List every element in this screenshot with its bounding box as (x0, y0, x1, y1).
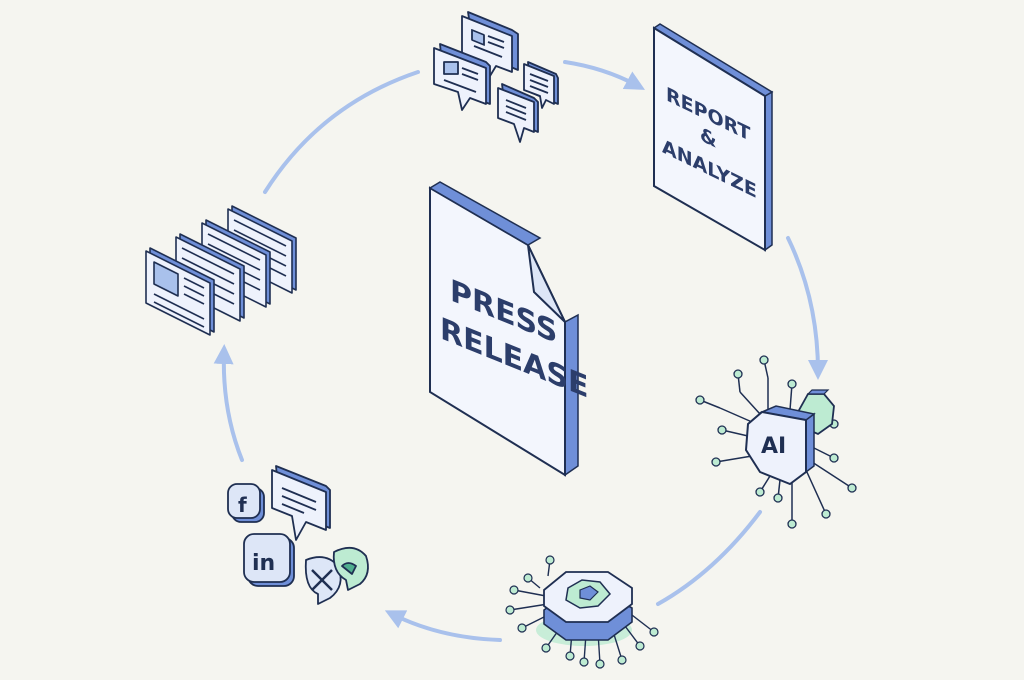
arrow-report-to-ai (786, 236, 828, 380)
ai-green-hex-top (806, 389, 830, 395)
ai-chip-face (744, 410, 807, 486)
facebook-icon: f (227, 483, 265, 523)
report-analyze-document: REPORT & ANALYZE (652, 23, 774, 252)
social-media-icons: f in (227, 465, 369, 605)
chat-bubbles-icon (433, 11, 559, 143)
news-pages-stack (145, 205, 297, 336)
ai-label: AI (761, 434, 786, 459)
bubble-right-small (523, 61, 559, 109)
report-face (653, 26, 766, 252)
x-twitter-icon (304, 556, 342, 605)
chat-bubble-icon (271, 465, 331, 541)
svg-text:in: in (252, 551, 275, 576)
document-top-edge (428, 181, 542, 246)
svg-text:f: f (238, 493, 247, 517)
document-fold (527, 244, 566, 323)
arc-ai-to-chip (656, 510, 762, 606)
report-side (764, 90, 773, 252)
chip-circuit-nodes (505, 555, 659, 669)
ampersand-text: & (700, 122, 717, 153)
ai-chip-side (805, 412, 815, 474)
arrow-chat-to-report (563, 60, 646, 90)
processor-chip-icon (505, 555, 659, 669)
press-release-document: PRESS RELEASE (428, 181, 588, 477)
bubble-left (433, 43, 491, 111)
arrow-social-to-newsletters (213, 344, 244, 462)
bubble-bottom (497, 83, 539, 143)
arrow-chip-to-social (384, 610, 502, 642)
arc-newsletters-to-chat (263, 70, 420, 194)
ai-circuit-nodes (695, 355, 857, 529)
cycle-arrows (213, 60, 828, 642)
chip-core (579, 585, 599, 601)
news-page-1 (145, 247, 215, 336)
linkedin-icon: in (243, 533, 295, 587)
bubble-top (461, 11, 519, 77)
ai-chip-icon: AI (695, 355, 857, 529)
whatsapp-icon (332, 546, 369, 591)
